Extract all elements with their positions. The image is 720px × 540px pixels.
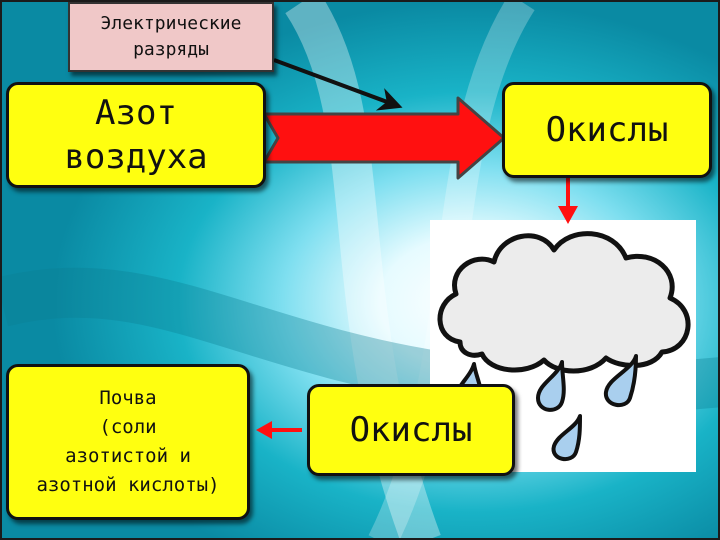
- electric-discharge-label: Электрические разряды: [100, 13, 242, 60]
- left-red-arrow: [256, 421, 302, 439]
- down-red-arrow: [558, 178, 578, 224]
- oxides-label-bottom: Окислы: [349, 410, 473, 450]
- soil-box: Почва (соли азотистой и азотной кислоты): [6, 364, 250, 520]
- discharge-pointer-arrow: [273, 58, 403, 111]
- raindrop-icon: [536, 360, 566, 412]
- big-red-arrow: [262, 96, 506, 180]
- oxides-label-top: Окислы: [545, 110, 669, 150]
- air-nitrogen-box: Азот воздуха: [6, 82, 266, 188]
- electric-discharge-box: Электрические разряды: [68, 2, 274, 72]
- air-nitrogen-label: Азот воздуха: [64, 93, 208, 177]
- cloud-icon: [437, 231, 691, 374]
- rain-cloud-picture: [430, 220, 696, 472]
- oxides-box-bottom: Окислы: [307, 384, 515, 476]
- oxides-box-top: Окислы: [502, 82, 712, 178]
- raindrop-icon: [603, 354, 638, 408]
- soil-label: Почва (соли азотистой и азотной кислоты): [36, 387, 220, 496]
- raindrop-icon: [551, 414, 582, 462]
